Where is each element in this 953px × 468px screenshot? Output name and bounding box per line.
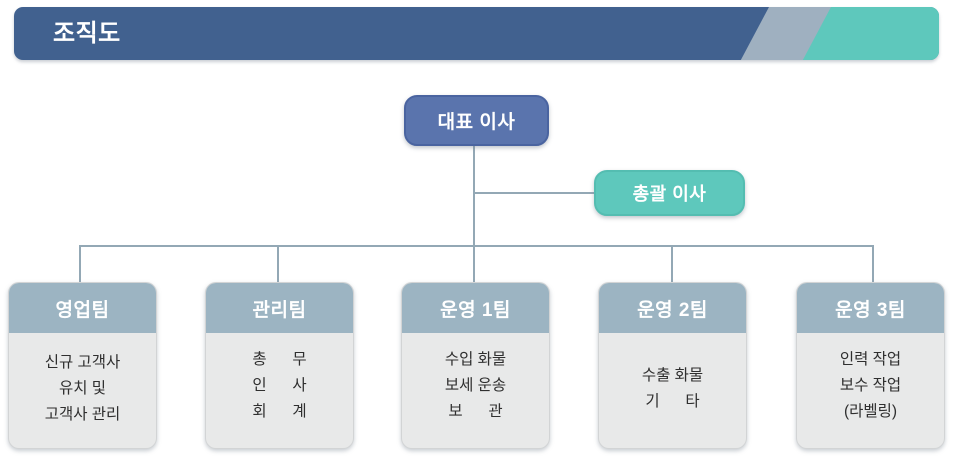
team-line: 수출 화물 <box>641 366 704 384</box>
team-line: 기 타 <box>645 392 700 410</box>
team-line: 수입 화물 <box>444 351 507 368</box>
team-header-operations-team-1: 운영 1팀 <box>402 283 549 333</box>
connector-drop-team-2 <box>277 245 279 283</box>
team-body-operations-team-1: 수입 화물 보세 운송 보 관 <box>402 333 549 448</box>
team-line: 보세 운송 <box>444 377 507 394</box>
team-body-operations-team-2: 수출 화물 기 타 <box>599 333 746 448</box>
team-line: 회 계 <box>252 403 307 420</box>
node-managing-director[interactable]: 총괄 이사 <box>594 170 745 216</box>
node-ceo-label: 대표 이사 <box>437 112 516 133</box>
team-header-operations-team-2: 운영 2팀 <box>599 283 746 333</box>
banner-teal-cap <box>893 7 939 60</box>
team-line: 신규 고객사 <box>44 353 121 371</box>
connector-drop-team-5 <box>872 245 874 283</box>
team-box-operations-team-2[interactable]: 운영 2팀 수출 화물 기 타 <box>598 282 747 449</box>
team-box-management-team[interactable]: 관리팀 총 무 인 사 회 계 <box>205 282 354 449</box>
team-line: 고객사 관리 <box>44 405 121 423</box>
team-header-sales-team: 영업팀 <box>9 283 156 333</box>
team-line: 보수 작업 <box>839 377 902 394</box>
node-managing-director-label: 총괄 이사 <box>632 184 707 204</box>
connector-drop-team-1 <box>79 245 81 283</box>
team-line: 총 무 <box>252 351 307 368</box>
page-title-banner: 조직도 <box>14 7 939 60</box>
page-title: 조직도 <box>53 20 121 47</box>
team-line: (라벨링) <box>843 403 898 420</box>
team-header-operations-team-3: 운영 3팀 <box>797 283 944 333</box>
team-line: 인력 작업 <box>839 351 902 368</box>
connector-to-managing-director <box>473 192 596 194</box>
connector-drop-team-3 <box>473 245 475 283</box>
team-box-sales-team[interactable]: 영업팀 신규 고객사 유치 및 고객사 관리 <box>8 282 157 449</box>
connector-team-bus <box>79 245 874 247</box>
connector-ceo-trunk <box>473 145 475 247</box>
team-body-management-team: 총 무 인 사 회 계 <box>206 333 353 448</box>
team-header-management-team: 관리팀 <box>206 283 353 333</box>
team-line: 인 사 <box>252 377 307 394</box>
team-body-operations-team-3: 인력 작업 보수 작업 (라벨링) <box>797 333 944 448</box>
team-box-operations-team-3[interactable]: 운영 3팀 인력 작업 보수 작업 (라벨링) <box>796 282 945 449</box>
team-line: 유치 및 <box>58 379 107 397</box>
team-box-operations-team-1[interactable]: 운영 1팀 수입 화물 보세 운송 보 관 <box>401 282 550 449</box>
team-body-sales-team: 신규 고객사 유치 및 고객사 관리 <box>9 333 156 448</box>
team-line: 보 관 <box>448 403 503 420</box>
connector-drop-team-4 <box>671 245 673 283</box>
node-ceo[interactable]: 대표 이사 <box>404 95 549 146</box>
